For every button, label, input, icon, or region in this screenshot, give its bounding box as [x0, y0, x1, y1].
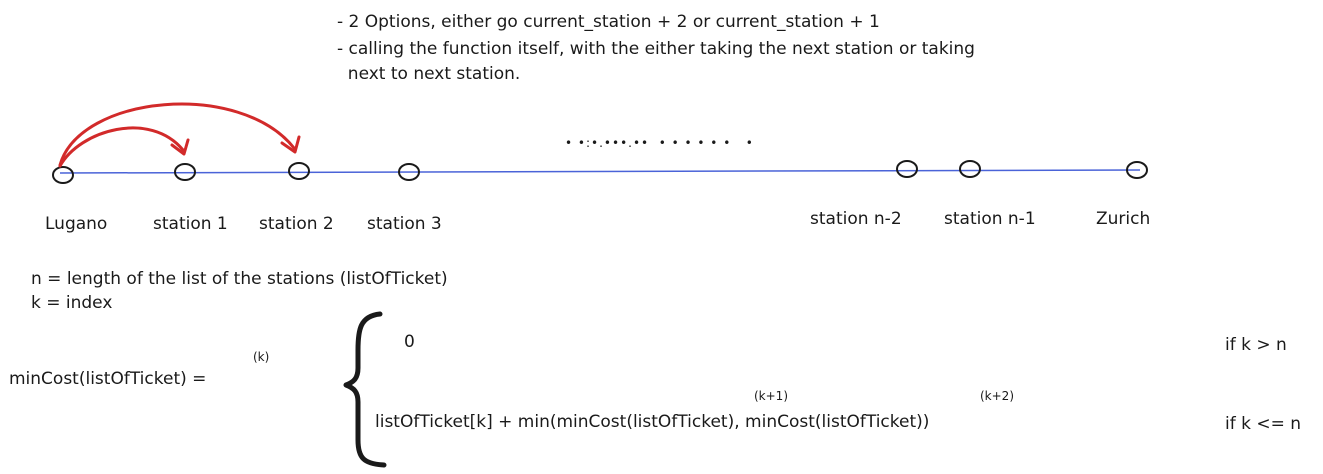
arrow-plus-one-head	[170, 138, 190, 156]
note-line-1: - 2 Options, either go current_station +…	[337, 12, 880, 32]
station-label-2: station 2	[259, 214, 334, 234]
arrow-plus-one	[58, 126, 185, 168]
station-node-lugano	[52, 166, 74, 184]
station-node-zurich	[1126, 161, 1148, 179]
station-label-lugano: Lugano	[45, 214, 108, 234]
arrow-plus-two-head	[280, 135, 301, 154]
case2-superscript-2: (k+2)	[980, 389, 1015, 403]
definition-k: k = index	[31, 293, 113, 313]
formula-lhs-superscript: (k)	[253, 350, 270, 364]
case1-value: 0	[404, 332, 415, 352]
case2-superscript-1: (k+1)	[754, 389, 789, 403]
station-label-zurich: Zurich	[1096, 209, 1151, 229]
station-label-1: station 1	[153, 214, 228, 234]
station-node-n-2	[896, 160, 918, 178]
arrow-plus-two	[58, 102, 296, 167]
case2-condition: if k <= n	[1225, 414, 1302, 434]
station-node-3	[398, 163, 420, 181]
case2-value: listOfTicket[k] + min(minCost(listOfTick…	[375, 412, 930, 432]
note-line-3: next to next station.	[337, 64, 521, 84]
station-label-3: station 3	[367, 214, 442, 234]
station-label-n-2: station n-2	[810, 209, 902, 229]
station-node-2	[288, 162, 310, 180]
station-node-1	[174, 163, 196, 181]
formula-lhs: minCost(listOfTicket) =	[9, 369, 207, 389]
definition-n: n = length of the list of the stations (…	[31, 269, 448, 289]
note-line-2: - calling the function itself, with the …	[337, 39, 975, 59]
curly-brace	[343, 311, 387, 468]
station-node-n-1	[959, 160, 981, 178]
station-label-n-1: station n-1	[944, 209, 1036, 229]
case1-condition: if k > n	[1225, 335, 1287, 355]
ellipsis-dots: • •:•.•••.•• • • • • • • •	[565, 136, 754, 150]
